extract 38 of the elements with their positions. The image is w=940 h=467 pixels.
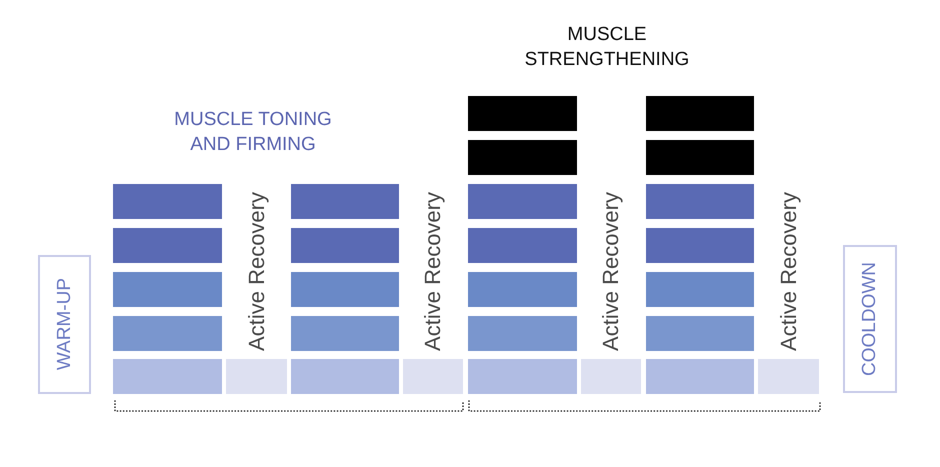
exercise-bar [468,140,577,175]
exercise-bar [113,184,222,219]
section-title: MUSCLE STRENGTHENING [524,23,690,72]
column-label: Active Recovery [421,192,445,351]
section-title: MUSCLE TONING AND FIRMING [173,108,333,157]
column-label: Active Recovery [244,192,268,351]
recovery-bar [758,359,819,394]
exercise-bar [646,272,754,307]
exercise-bar [646,228,754,263]
recovery-bar [226,359,287,394]
exercise-bar [113,228,222,263]
exercise-bar [291,316,399,351]
exercise-bar [291,272,399,307]
exercise-bar [468,96,577,131]
phase-box [38,255,91,394]
recovery-bar [581,359,641,394]
exercise-bar [291,184,399,219]
column-label: Active Recovery [776,192,800,351]
exercise-bar [468,228,577,263]
exercise-bar [113,272,222,307]
exercise-bar [646,140,754,175]
phase-label: COOLDOWN [859,262,881,376]
exercise-bar [113,359,222,394]
exercise-bar [468,316,577,351]
exercise-bar [291,359,399,394]
recovery-bar [403,359,463,394]
exercise-bar [468,272,577,307]
column-label: Active Recovery [599,192,623,351]
exercise-bar [291,228,399,263]
exercise-bar [646,316,754,351]
phase-box [843,245,897,393]
exercise-bar [646,184,754,219]
exercise-bar [468,184,577,219]
exercise-bar [468,359,577,394]
exercise-bar [113,316,222,351]
phase-label: WARM-UP [54,278,76,371]
exercise-bar [646,359,754,394]
exercise-bar [646,96,754,131]
